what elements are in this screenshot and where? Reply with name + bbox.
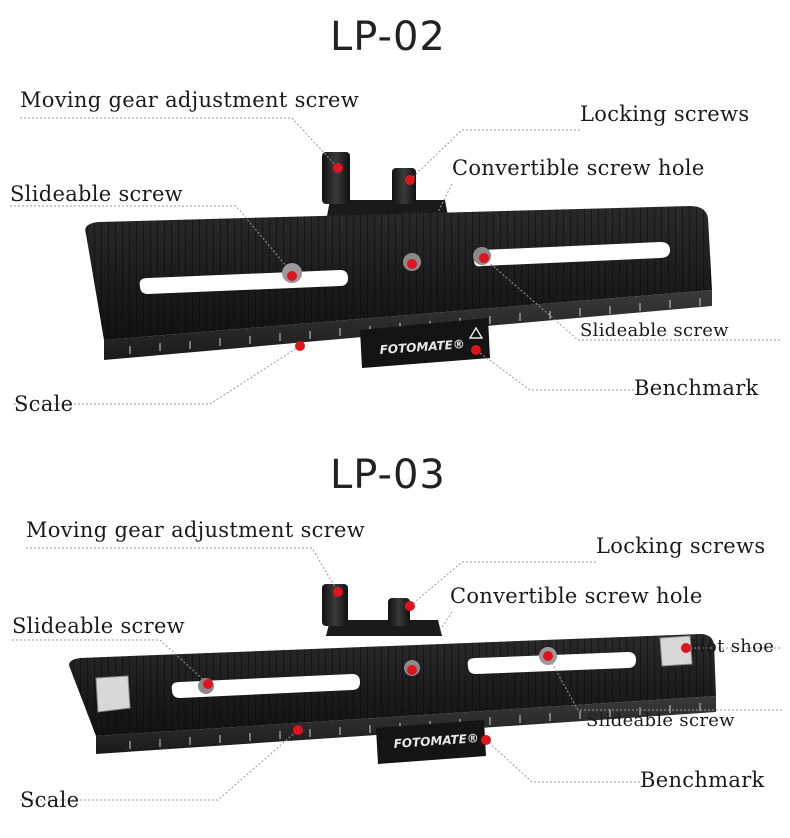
lp02-label-locking: Locking screws [580,102,750,126]
lp02-marker-scale [295,341,305,351]
lp03-title: LP-03 [330,452,446,498]
lp02-marker-gear [333,163,343,173]
lp02-gear-knob [322,152,350,204]
lp02-slot-right [473,242,670,267]
lp02-label-benchmark: Benchmark [634,376,759,400]
lp02-marker-convertible [407,259,417,269]
lp02-label-convertible: Convertible screw hole [452,156,705,180]
lp02-marker-slideable-left [287,271,297,281]
lp02-marker-benchmark [471,345,481,355]
lp03-marker-scale [293,725,303,735]
lp02-marker-slideable-right [479,253,489,263]
lp02-device: FOTOMATE® [85,152,712,368]
lp02-knob-block [327,200,448,216]
lp02-markers [287,163,489,355]
lp03-slot-left [171,674,360,698]
lp02-label-moving-gear: Moving gear adjustment screw [20,88,360,112]
lp03-benchmark-block [376,720,486,764]
lp03-label-hot-shoe: Hot shoe [690,636,775,657]
lp03-marker-benchmark [481,735,491,745]
lp03-leader-lines [12,547,782,801]
lp03-marker-slideable-left [203,679,213,689]
lp03-label-locking: Locking screws [596,534,766,558]
lp03-markers [203,587,691,745]
lp02-brand: FOTOMATE® [379,337,465,357]
lp03-brand: FOTOMATE® [393,731,479,751]
lp02-marker-locking [405,175,415,185]
lp02-leader-lines [10,117,780,405]
lp03-hot-shoe-left [95,675,131,713]
lp02-label-slideable-right: Slideable screw [580,320,729,341]
lp02-benchmark-triangle [468,326,484,339]
lp03-label-scale: Scale [20,788,80,812]
lp03-label-slideable-right: Slideable screw [586,710,735,731]
lp03-label-slideable-top: Slideable screw [12,614,185,638]
lp02-locking-knob [392,168,416,204]
lp03-marker-locking [405,601,415,611]
lp03-locking-knob [388,598,410,626]
lp03-label-benchmark: Benchmark [640,768,765,792]
lp03-label-convertible: Convertible screw hole [450,584,703,608]
lp02-label-slideable-top: Slideable screw [10,182,183,206]
lp03-knob-block [326,620,442,636]
lp03-scale-edge [96,696,716,754]
lp02-label-scale: Scale [14,392,74,416]
lp02-title: LP-02 [330,14,446,60]
lp03-marker-slideable-right [543,651,553,661]
lp03-marker-hot-shoe [681,643,691,653]
lp02-benchmark-block [360,318,490,368]
lp02-scale-edge [104,290,712,360]
lp03-device: FOTOMATE® [69,584,717,764]
lp03-marker-convertible [407,665,417,675]
lp03-label-moving-gear: Moving gear adjustment screw [26,518,366,542]
lp03-marker-gear [333,587,343,597]
